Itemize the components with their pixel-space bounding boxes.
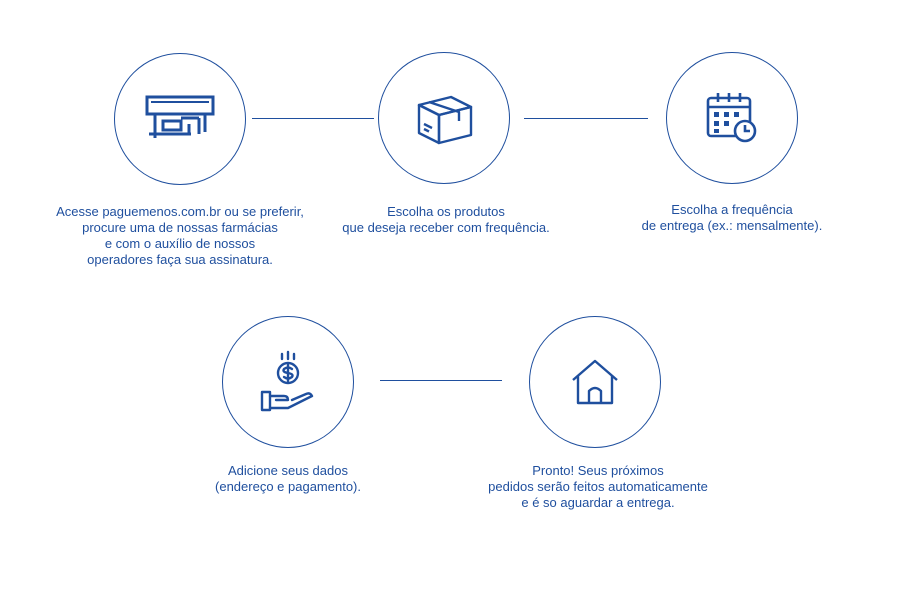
step-5-line-3: e é so aguardar a entrega.	[521, 495, 675, 510]
step-2-line-2: que deseja receber com frequência.	[342, 220, 550, 235]
step-2-line-1: Escolha os produtos	[387, 204, 505, 219]
step-3-line-1: Escolha a frequência	[671, 202, 793, 217]
step-1-caption: Acesse paguemenos.com.br ou se preferir,…	[56, 204, 304, 268]
step-2-circle	[378, 52, 510, 184]
store-icon	[145, 95, 215, 138]
step-1-line-2: procure uma de nossas farmácias	[82, 220, 278, 235]
step-1-circle	[114, 53, 246, 185]
step-4-circle	[222, 316, 354, 448]
step-1-line-1: Acesse paguemenos.com.br ou se preferir,	[56, 204, 304, 219]
step-3-caption: Escolha a frequência de entrega (ex.: me…	[642, 202, 823, 234]
step-5-line-2: pedidos serão feitos automaticamente	[488, 479, 708, 494]
calendar-clock-icon	[706, 93, 757, 143]
step-1-line-4: operadores faça sua assinatura.	[87, 252, 273, 267]
step-5-caption: Pronto! Seus próximos pedidos serão feit…	[488, 463, 708, 511]
step-4-line-1: Adicione seus dados	[228, 463, 348, 478]
step-4-line-2: (endereço e pagamento).	[215, 479, 361, 494]
step-5-circle	[529, 316, 661, 448]
connector-4-5	[380, 380, 502, 381]
step-5-line-1: Pronto! Seus próximos	[532, 463, 664, 478]
step-2-caption: Escolha os produtos que deseja receber c…	[342, 204, 549, 236]
connector-2-3	[524, 118, 648, 119]
step-4-caption: Adicione seus dados (endereço e pagament…	[215, 463, 361, 495]
box-icon	[417, 95, 473, 145]
connector-1-2	[252, 118, 374, 119]
house-icon	[572, 359, 618, 405]
step-3-line-2: de entrega (ex.: mensalmente).	[641, 218, 823, 233]
step-1-line-3: e com o auxílio de nossos	[104, 236, 256, 251]
hand-coin-icon	[260, 350, 314, 412]
step-3-circle	[666, 52, 798, 184]
